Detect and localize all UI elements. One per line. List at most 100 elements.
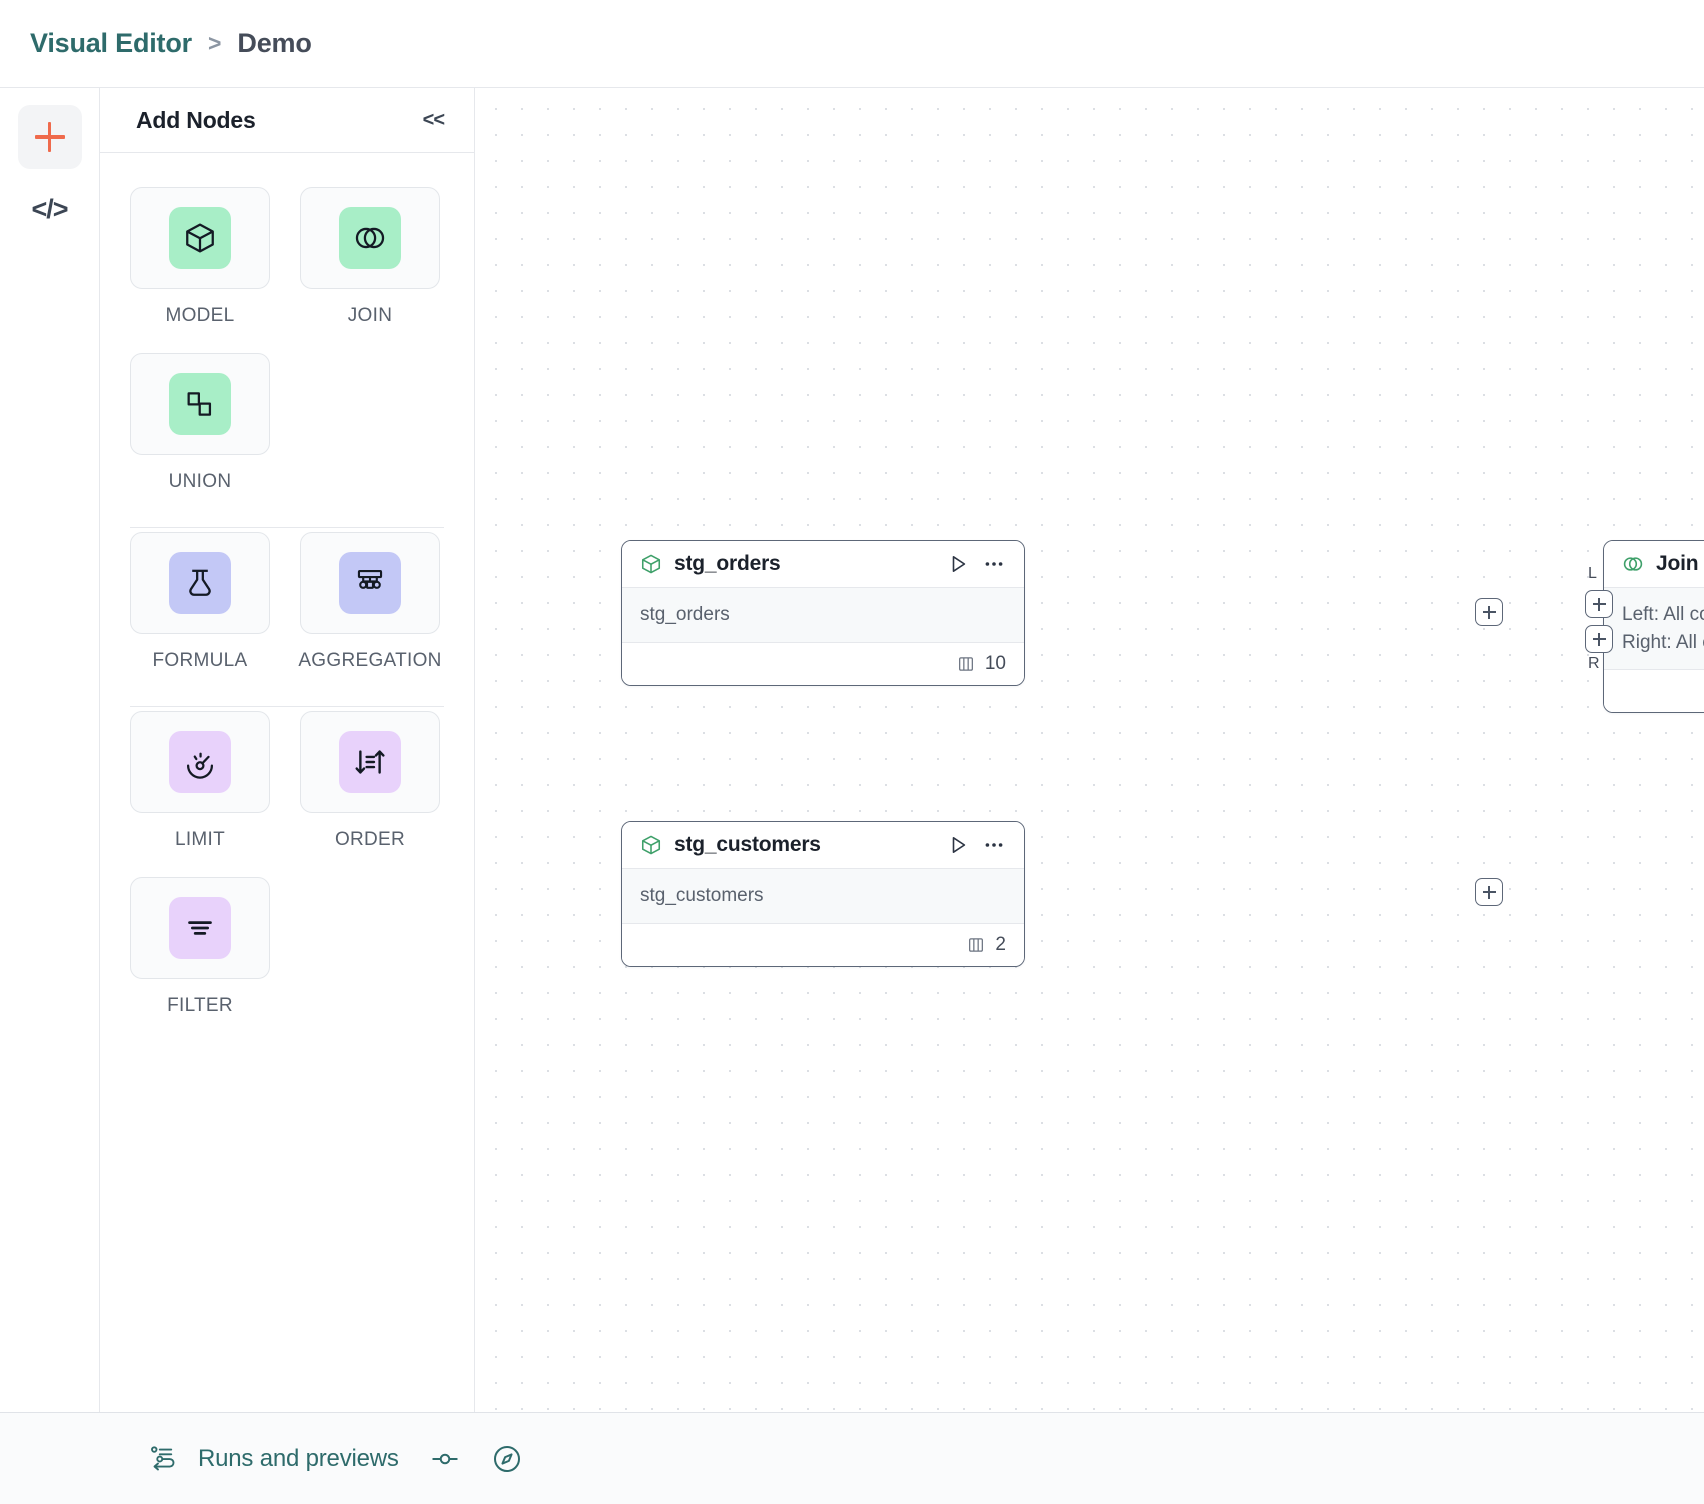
node-body: Left: All columns Right: All columns (1604, 588, 1704, 671)
add-nodes-list: MODEL JOIN (100, 153, 474, 1412)
app-body: </> Add Nodes << (0, 88, 1704, 1412)
node-footer: 2 (622, 923, 1024, 966)
aggregation-label: AGGREGATION (298, 650, 442, 671)
flow-canvas[interactable]: stg_orders stg_orders (475, 88, 1704, 1412)
breadcrumb-leaf[interactable]: Demo (237, 28, 312, 58)
aggregation-tile[interactable] (300, 532, 440, 634)
filter-tile[interactable] (130, 877, 270, 979)
node-palette-item-aggregation[interactable]: AGGREGATION (298, 532, 442, 672)
edge-layer (475, 88, 775, 238)
runs-and-previews-button[interactable]: Runs and previews (148, 1444, 399, 1474)
columns-icon (956, 654, 976, 674)
node-palette-item-union[interactable]: UNION (130, 353, 270, 493)
node-palette-item-join[interactable]: JOIN (300, 187, 440, 327)
node-palette-item-filter[interactable]: FILTER (130, 877, 270, 1017)
gauge-icon (186, 752, 214, 779)
output-handle-stg-customers[interactable] (1475, 878, 1503, 906)
node-body: stg_customers (622, 869, 1024, 924)
node-palette-item-model[interactable]: MODEL (130, 187, 270, 327)
bottom-toolbar: Runs and previews (0, 1412, 1704, 1504)
cube-icon (186, 223, 214, 253)
node-body-line: stg_customers (640, 885, 764, 906)
model-tile[interactable] (130, 187, 270, 289)
filter-lines-icon (188, 921, 212, 935)
code-view-rail-button[interactable]: </> (18, 177, 82, 241)
model-label: MODEL (165, 305, 235, 326)
node-body: stg_orders (622, 588, 1024, 643)
node-title: stg_orders (674, 552, 781, 575)
runs-and-previews-label: Runs and previews (198, 1444, 399, 1472)
app-header: Visual Editor > Demo (0, 0, 1704, 88)
model-swatch (169, 207, 231, 269)
limit-tile[interactable] (130, 711, 270, 813)
plus-icon (34, 122, 65, 152)
collapse-panel-button[interactable]: << (422, 108, 445, 131)
more-horizontal-icon[interactable] (982, 552, 1006, 576)
add-nodes-panel: Add Nodes << (100, 88, 475, 1412)
pipeline-icon (148, 1444, 178, 1474)
limit-label: LIMIT (174, 829, 226, 850)
formula-swatch (169, 552, 231, 614)
cube-icon (640, 553, 662, 575)
play-icon[interactable] (946, 552, 970, 576)
join-swatch (339, 207, 401, 269)
node-palette-item-limit[interactable]: LIMIT (130, 711, 270, 851)
union-tile[interactable] (130, 353, 270, 455)
group-divider-1 (130, 527, 444, 528)
limit-swatch (169, 731, 231, 793)
hierarchy-icon (357, 570, 383, 589)
more-horizontal-icon[interactable] (982, 833, 1006, 857)
union-swatch (169, 373, 231, 435)
order-tile[interactable] (300, 711, 440, 813)
columns-icon (966, 935, 986, 955)
node-body-line-right: Right: All columns (1622, 631, 1704, 653)
node-palette-item-formula[interactable]: FORMULA (130, 532, 270, 672)
node-footer: 10 (622, 642, 1024, 685)
node-column-count: 2 (995, 933, 1006, 955)
formula-label: FORMULA (152, 650, 248, 671)
group-divider-2 (130, 706, 444, 707)
panel-title: Add Nodes (136, 106, 256, 133)
join-label: JOIN (347, 305, 393, 326)
flow-node-stg-customers[interactable]: stg_customers stg_customers (621, 821, 1025, 967)
node-title: stg_customers (674, 833, 821, 856)
output-handle-stg-orders[interactable] (1475, 598, 1503, 626)
union-shapes-icon (187, 392, 212, 416)
join-tile[interactable] (300, 187, 440, 289)
order-label: ORDER (334, 829, 406, 850)
node-body-line-left: Left: All columns (1622, 604, 1704, 625)
flow-node-stg-orders[interactable]: stg_orders stg_orders (621, 540, 1025, 686)
venn-icon (355, 227, 385, 249)
add-node-rail-button[interactable] (17, 105, 82, 169)
input-handle-join-left[interactable] (1585, 590, 1613, 618)
node-header: stg_customers (622, 822, 1024, 869)
play-icon[interactable] (946, 833, 970, 857)
node-footer: 12 (1604, 670, 1704, 713)
venn-icon (1622, 553, 1644, 575)
node-header: stg_orders (622, 541, 1024, 588)
join-left-input-label: L (1588, 565, 1597, 582)
node-header: Join 1 (1604, 541, 1704, 588)
filter-swatch (169, 897, 231, 959)
node-group-transforms: FORMULA (130, 532, 444, 672)
node-body-line: stg_orders (640, 604, 730, 625)
sort-arrows-icon (355, 750, 385, 774)
compass-icon[interactable] (491, 1443, 523, 1475)
code-icon: </> (31, 193, 68, 224)
node-group-row-ops: LIMIT ORDER (130, 711, 444, 1017)
union-label: UNION (168, 471, 232, 492)
aggregation-swatch (339, 552, 401, 614)
left-icon-rail: </> (0, 88, 100, 1412)
join-right-input-label: R (1588, 655, 1600, 672)
input-handle-join-right[interactable] (1585, 625, 1613, 653)
formula-tile[interactable] (130, 532, 270, 634)
node-column-count: 10 (984, 652, 1006, 674)
node-palette-item-order[interactable]: ORDER (300, 711, 440, 851)
breadcrumb-root[interactable]: Visual Editor (30, 28, 192, 58)
flow-node-join-1[interactable]: Join 1 Left: All columns Right: All (1603, 540, 1704, 714)
node-title: Join 1 (1656, 552, 1704, 575)
cube-icon (640, 834, 662, 856)
add-nodes-panel-header: Add Nodes << (100, 88, 474, 153)
slider-toggle-icon[interactable] (429, 1443, 461, 1475)
